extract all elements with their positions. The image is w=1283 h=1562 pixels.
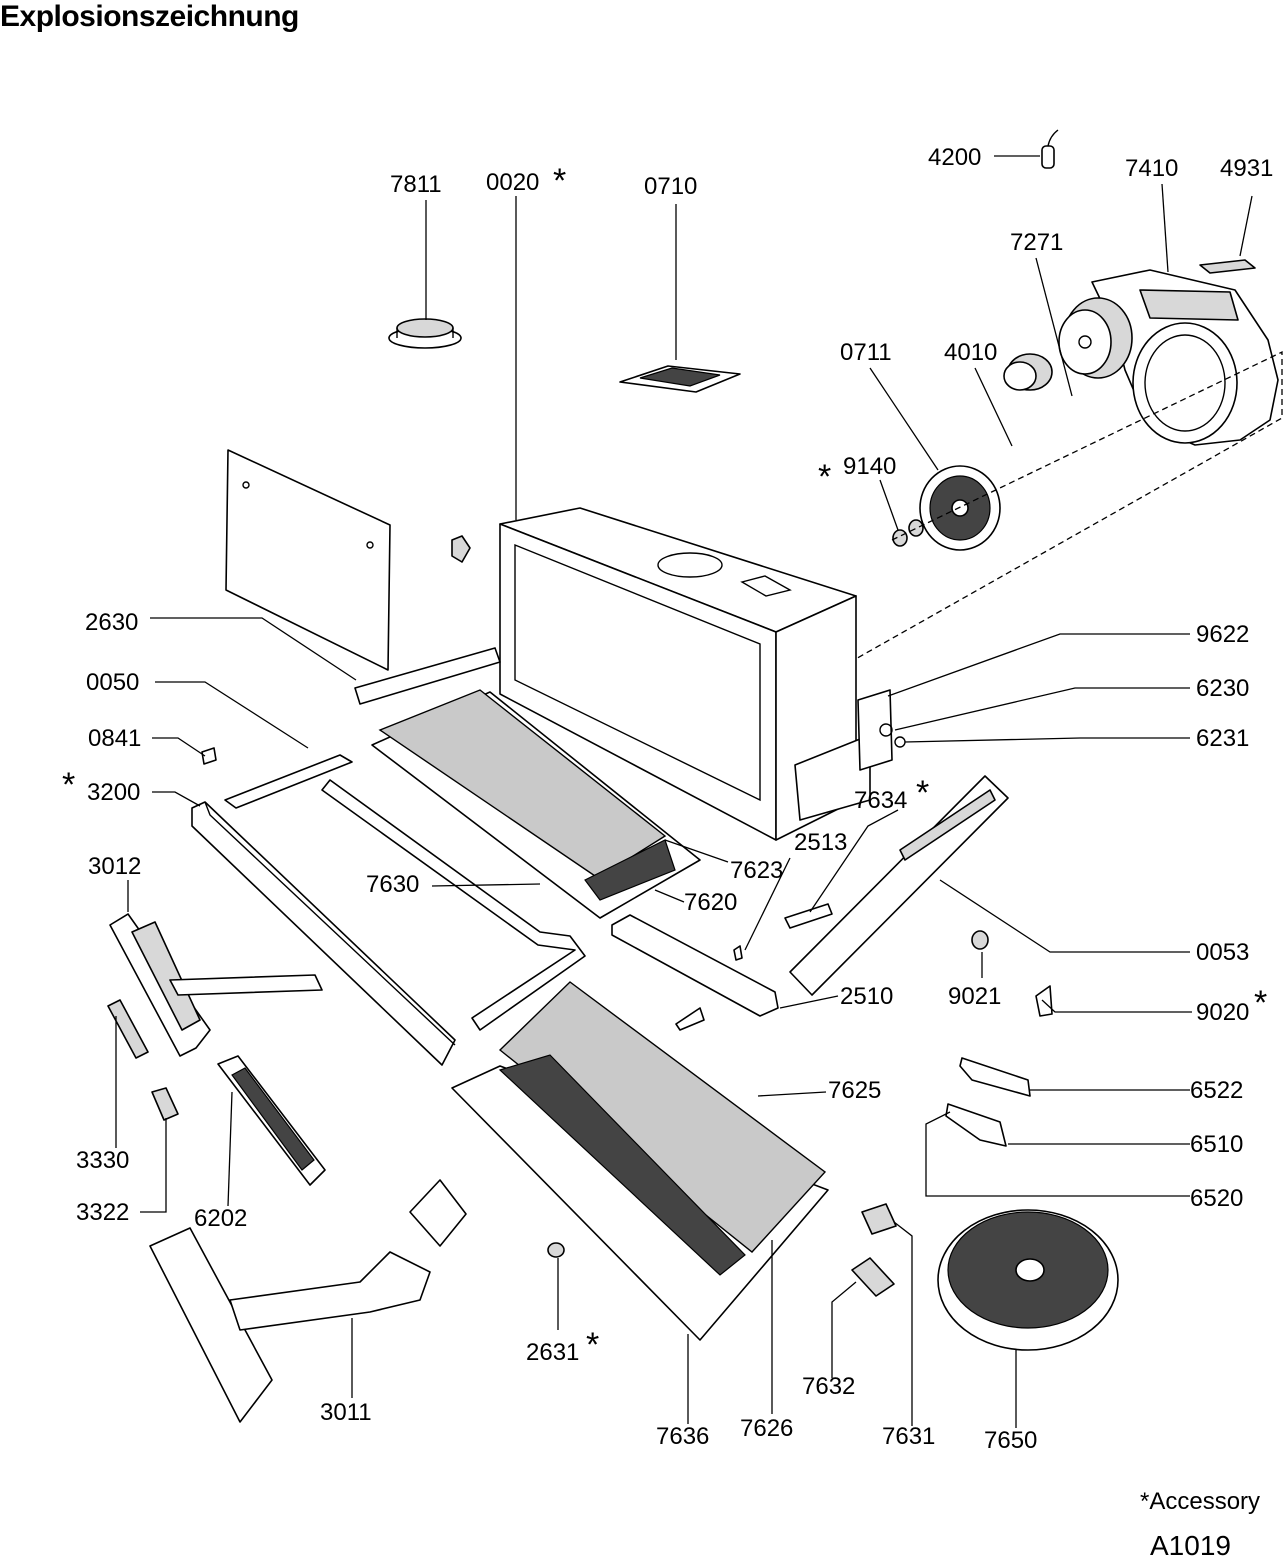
part-7626-filter	[451, 981, 829, 1341]
label-6520: 6520	[1190, 1185, 1243, 1212]
part-0050-frame	[224, 754, 353, 809]
part-3011-handle	[149, 1227, 431, 1423]
label-7631: 7631	[882, 1423, 935, 1450]
accessory-star-0020: *	[553, 162, 566, 200]
part-7650-carbon-filter	[937, 1209, 1119, 1351]
label-4010: 4010	[944, 339, 997, 366]
label-7410: 7410	[1125, 155, 1178, 182]
label-9140: 9140	[843, 453, 896, 480]
part-bracket	[409, 1179, 467, 1247]
part-4931-clip	[1199, 259, 1256, 274]
accessory-star-3200: *	[62, 766, 75, 804]
part-7632-bracket	[851, 1257, 895, 1297]
assembly-axis	[626, 350, 1283, 731]
label-9021: 9021	[948, 983, 1001, 1010]
part-9622-bracket	[794, 689, 906, 821]
label-6202: 6202	[194, 1205, 247, 1232]
label-9020: 9020	[1196, 999, 1249, 1026]
part-2631-foot	[547, 1242, 565, 1258]
part-0711-guard	[919, 465, 1001, 551]
label-7811: 7811	[390, 171, 442, 198]
label-7636: 7636	[656, 1423, 709, 1450]
part-7811-flange	[388, 318, 462, 349]
part-9140-nut	[892, 519, 924, 547]
leader-lines	[115, 155, 1253, 1428]
part-9021-nut	[971, 930, 989, 950]
label-4931: 4931	[1220, 155, 1273, 182]
part-3330-knob	[107, 999, 149, 1059]
part-small-plate	[675, 1007, 705, 1031]
part-7410-fan-housing	[1091, 269, 1279, 446]
label-3322: 3322	[76, 1199, 129, 1226]
part-7630-rail	[321, 779, 586, 1031]
part-0841-clip	[201, 747, 217, 765]
drawing-id: A1019	[1150, 1530, 1231, 1561]
label-3330: 3330	[76, 1147, 129, 1174]
page-title: Explosionszeichnung	[0, 0, 299, 33]
part-clip	[451, 535, 471, 563]
accessory-star-7634: *	[916, 774, 929, 812]
label-4200: 4200	[928, 144, 981, 171]
accessory-footnote: *Accessory	[1140, 1488, 1261, 1515]
part-2510-rail	[611, 914, 779, 1017]
label-7625: 7625	[828, 1077, 881, 1104]
label-2630: 2630	[85, 609, 138, 636]
part-back-panel	[225, 449, 391, 671]
label-7632: 7632	[802, 1373, 855, 1400]
label-0053: 0053	[1196, 939, 1249, 966]
part-3200-strip	[191, 801, 456, 1066]
part-7634-clip	[784, 903, 833, 929]
label-6510: 6510	[1190, 1131, 1243, 1158]
label-7271: 7271	[1010, 229, 1063, 256]
accessory-star-9140: *	[818, 458, 831, 496]
part-3322-knob	[151, 1087, 179, 1121]
part-7620-filter	[371, 689, 701, 919]
label-0710: 0710	[644, 173, 697, 200]
label-7626: 7626	[740, 1415, 793, 1442]
part-labels: 4200 7410 4931 7811 0020 * 0710 7271 071…	[62, 144, 1273, 1454]
label-3200: 3200	[87, 779, 140, 806]
label-6230: 6230	[1196, 675, 1249, 702]
label-6522: 6522	[1190, 1077, 1243, 1104]
label-2510: 2510	[840, 983, 893, 1010]
label-0711: 0711	[840, 339, 892, 366]
part-7631-bracket	[861, 1203, 897, 1235]
label-0020: 0020	[486, 169, 539, 196]
label-0050: 0050	[86, 669, 139, 696]
label-3011: 3011	[320, 1399, 372, 1426]
part-3012-end-cap	[109, 913, 323, 1057]
part-6510-lamp	[945, 1103, 1007, 1147]
part-2513-screw	[733, 945, 743, 961]
label-6231: 6231	[1196, 725, 1249, 752]
label-0841: 0841	[88, 725, 141, 752]
label-7650: 7650	[984, 1427, 1037, 1454]
label-9622: 9622	[1196, 621, 1249, 648]
accessory-star-9020: *	[1254, 984, 1267, 1022]
part-7271-impeller	[1058, 297, 1133, 379]
label-2631: 2631	[526, 1339, 579, 1366]
accessory-star-2631: *	[586, 1326, 599, 1364]
label-7630: 7630	[366, 871, 419, 898]
part-2630-rail	[354, 647, 501, 705]
label-3012: 3012	[88, 853, 141, 880]
label-7623: 7623	[730, 857, 783, 884]
label-7620: 7620	[684, 889, 737, 916]
part-6522-lamp-cover	[959, 1057, 1031, 1097]
part-6202-switch	[217, 1055, 326, 1186]
part-0710-vent-plate	[619, 365, 741, 393]
part-0053-channel	[789, 775, 1009, 996]
label-7634: 7634	[854, 787, 907, 814]
part-4200-capacitor	[1041, 129, 1059, 169]
label-2513: 2513	[794, 829, 847, 856]
part-4010-motor	[1003, 353, 1053, 391]
